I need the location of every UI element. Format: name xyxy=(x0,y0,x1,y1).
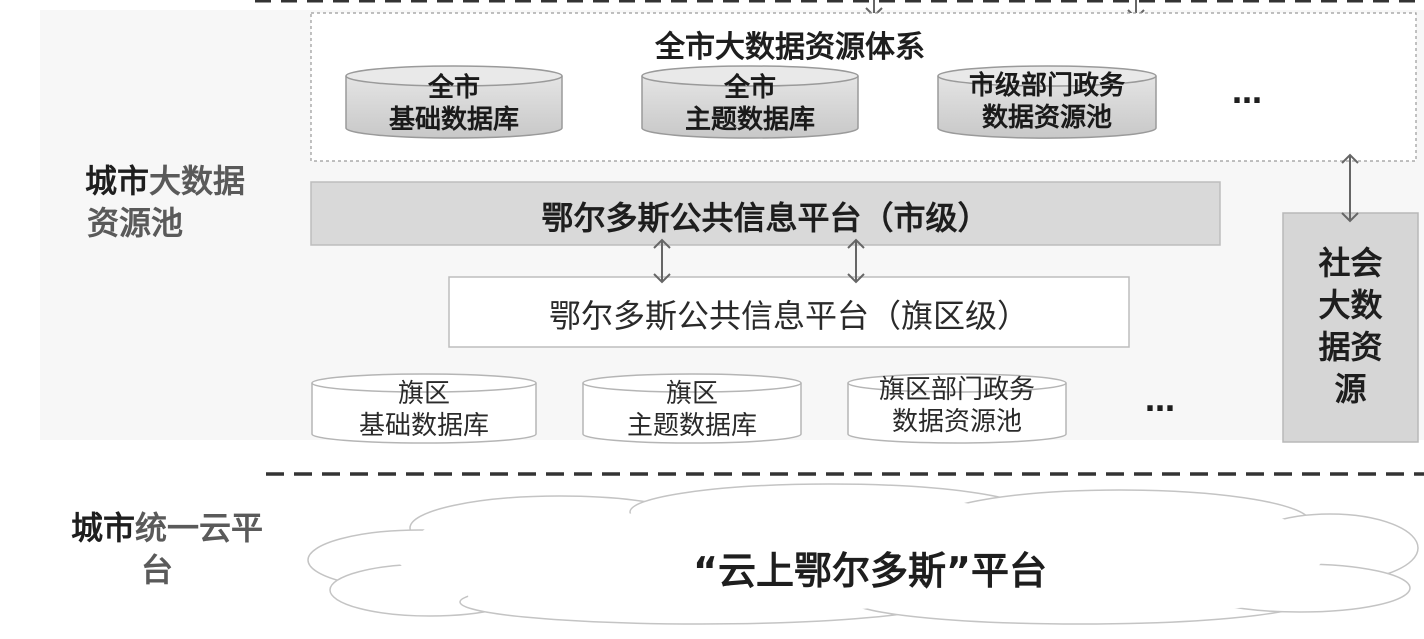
db-line2: 基础数据库 xyxy=(358,411,489,441)
cloud-fill xyxy=(398,496,1322,614)
side-label-dark: 城市 xyxy=(70,509,135,547)
city-db-theme: 全市主题数据库 xyxy=(642,66,858,136)
db-line2: 基础数据库 xyxy=(388,105,519,135)
cloud-platform-label: “云上鄂尔多斯”平台 xyxy=(693,549,1047,593)
city-db-basic: 全市基础数据库 xyxy=(346,66,562,136)
district-db-dept: 旗区部门政务数据资源池 xyxy=(848,372,1066,442)
side-label-light: 资源池 xyxy=(86,204,183,242)
db-line1: 全市 xyxy=(427,73,480,103)
side-label-light: 统一云平 xyxy=(135,509,264,547)
city-resource-system-title: 全市大数据资源体系 xyxy=(655,30,925,65)
resource-pool-side-label: 城市大数据 资源池 xyxy=(60,160,270,244)
side-label-light: 台 xyxy=(140,551,173,589)
social-link-arrow xyxy=(1341,153,1359,223)
side-label-dark: 城市 xyxy=(84,162,149,200)
db-line1: 旗区 xyxy=(665,379,718,409)
db-line2: 数据资源池 xyxy=(891,407,1022,437)
social-data-box xyxy=(1282,212,1419,443)
city-db-cylinders xyxy=(345,65,1157,139)
db-line1: 旗区 xyxy=(397,379,450,409)
city-platform-label: 鄂尔多斯公共信息平台（市级） xyxy=(541,199,990,237)
district-db-basic: 旗区基础数据库 xyxy=(312,372,536,442)
db-line1: 市级部门政务 xyxy=(968,71,1125,101)
cloud-platform-side-label: 城市统一云平 台 xyxy=(52,507,282,591)
social-data-label: 社会 大数 据资 源 xyxy=(1318,244,1383,408)
side-label-light: 大数据 xyxy=(149,162,246,200)
city-db-dept: 市级部门政务数据资源池 xyxy=(938,66,1156,136)
db-line1: 旗区部门政务 xyxy=(878,375,1035,405)
db-line2: 主题数据库 xyxy=(684,105,815,135)
platform-link-arrows xyxy=(653,238,865,284)
city-platform-bar xyxy=(310,181,1221,246)
district-db-cylinders xyxy=(311,373,1067,444)
district-db-more: … xyxy=(1145,384,1175,419)
db-line2: 数据资源池 xyxy=(981,103,1112,133)
district-platform-box xyxy=(448,276,1130,348)
district-db-theme: 旗区主题数据库 xyxy=(583,372,801,442)
district-platform-label: 鄂尔多斯公共信息平台（旗区级） xyxy=(548,297,1029,335)
city-db-more: … xyxy=(1232,76,1262,111)
db-line1: 全市 xyxy=(723,73,776,103)
db-line2: 主题数据库 xyxy=(626,411,757,441)
